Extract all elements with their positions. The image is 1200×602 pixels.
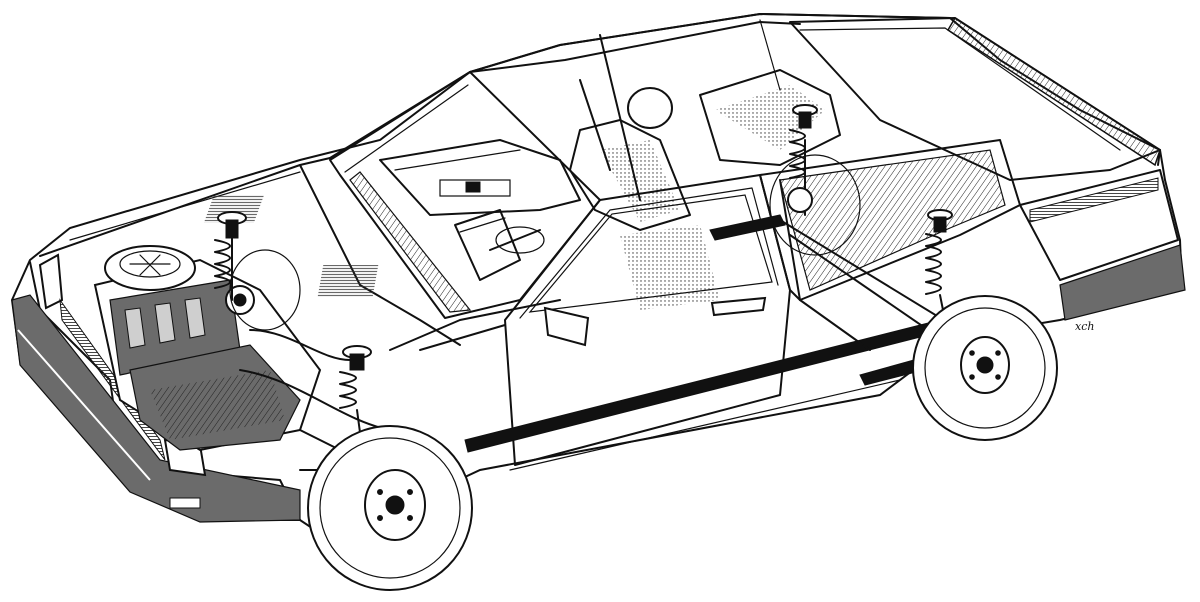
rear-strut-left	[769, 104, 861, 256]
headrest	[627, 87, 673, 129]
dash-vent-icon	[465, 181, 481, 193]
control-cable	[389, 299, 561, 351]
rear-wheel-right	[912, 295, 1058, 441]
front-wheel-right	[307, 425, 473, 591]
rear-hatch: xch	[789, 16, 1186, 333]
torsion-bar	[709, 214, 786, 241]
steering-wheel-icon	[495, 226, 545, 254]
battery-box	[454, 209, 521, 281]
fog-light	[169, 497, 201, 509]
windshield	[329, 71, 601, 319]
interior	[379, 19, 841, 281]
door-handle	[710, 296, 767, 317]
side-mirror	[543, 306, 590, 347]
rear-hub-icon	[976, 356, 994, 374]
wheel-hub-icon	[385, 495, 405, 515]
front-end	[11, 253, 301, 523]
front-wheel-left-hidden	[229, 249, 301, 331]
front-seat	[569, 119, 691, 231]
engine	[93, 245, 391, 471]
door	[464, 174, 941, 471]
front-bumper	[11, 294, 301, 523]
headlight-left	[38, 253, 64, 310]
rear-seat	[699, 69, 841, 166]
artist-signature: xch	[1075, 320, 1094, 333]
air-filter-icon	[104, 245, 196, 291]
rear-wheel-left-hidden	[769, 154, 861, 256]
front-strut-left	[214, 211, 301, 331]
